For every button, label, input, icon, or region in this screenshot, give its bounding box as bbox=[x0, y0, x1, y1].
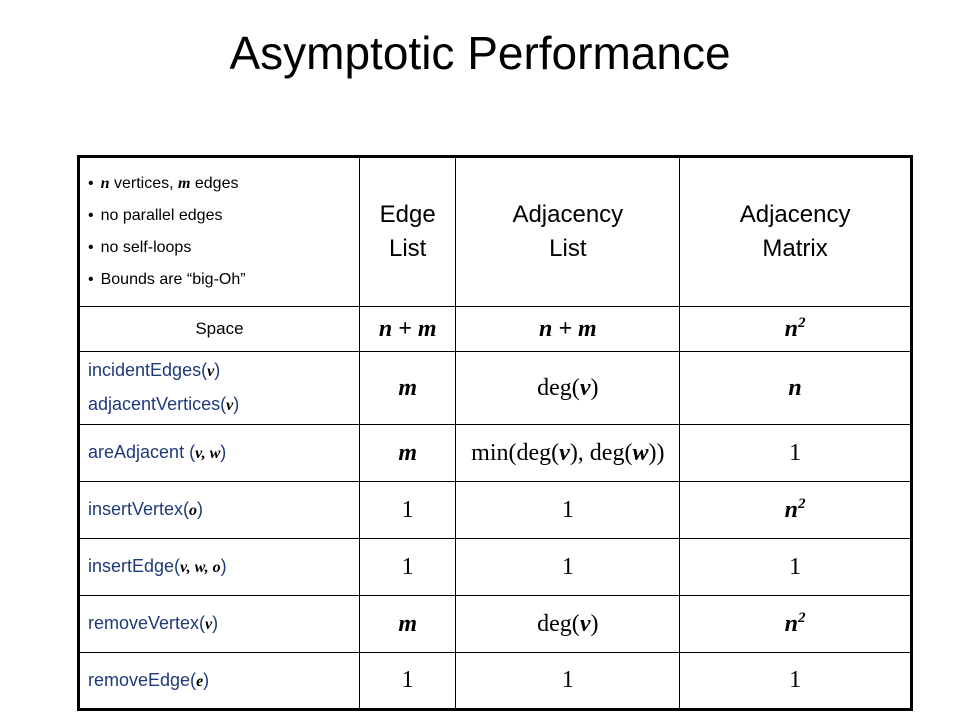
op-remove-edge: removeEdge(e) bbox=[78, 652, 360, 710]
remove-vertex-adjacency-matrix: n2 bbox=[679, 595, 912, 653]
incident-adjacency-matrix: n bbox=[679, 351, 912, 425]
remove-vertex-adjacency-list: deg(v) bbox=[455, 595, 681, 653]
assumption-no-parallel: no parallel edges bbox=[88, 200, 359, 232]
insert-edge-adjacency-list: 1 bbox=[455, 538, 681, 596]
table-row: areAdjacent (v, w) m min(deg(v), deg(w))… bbox=[78, 424, 912, 482]
space-adjacency-matrix: n2 bbox=[679, 306, 912, 352]
assumption-big-oh: Bounds are “big-Oh” bbox=[88, 264, 359, 296]
header-row: n vertices, m edges no parallel edges no… bbox=[78, 156, 912, 307]
table-row: incidentEdges(v) adjacentVertices(v) m d… bbox=[78, 351, 912, 425]
insert-edge-edge-list: 1 bbox=[358, 538, 457, 596]
performance-table: n vertices, m edges no parallel edges no… bbox=[77, 155, 913, 711]
table-row: removeEdge(e) 1 1 1 bbox=[78, 652, 912, 710]
op-incident-adjacent: incidentEdges(v) adjacentVertices(v) bbox=[78, 351, 360, 425]
space-row: Space n + m n + m n2 bbox=[78, 306, 912, 352]
space-edge-list: n + m bbox=[358, 306, 457, 352]
are-adjacent-edge-list: m bbox=[358, 424, 457, 482]
op-insert-edge: insertEdge(v, w, o) bbox=[78, 538, 360, 596]
table-row: insertVertex(o) 1 1 n2 bbox=[78, 481, 912, 539]
op-are-adjacent: areAdjacent (v, w) bbox=[78, 424, 360, 482]
table-row: removeVertex(v) m deg(v) n2 bbox=[78, 595, 912, 653]
assumptions-list: n vertices, m edges no parallel edges no… bbox=[80, 168, 359, 296]
are-adjacent-adjacency-list: min(deg(v), deg(w)) bbox=[455, 424, 681, 482]
assumption-no-self-loops: no self-loops bbox=[88, 232, 359, 264]
op-incident-edges: incidentEdges(v) bbox=[88, 360, 221, 380]
assumption-size: n vertices, m edges bbox=[88, 168, 359, 200]
space-label: Space bbox=[78, 306, 360, 352]
page-title: Asymptotic Performance bbox=[229, 27, 731, 79]
remove-edge-edge-list: 1 bbox=[358, 652, 457, 710]
insert-vertex-adjacency-list: 1 bbox=[455, 481, 681, 539]
insert-vertex-adjacency-matrix: n2 bbox=[679, 481, 912, 539]
remove-vertex-edge-list: m bbox=[358, 595, 457, 653]
incident-adjacency-list: deg(v) bbox=[455, 351, 681, 425]
op-adjacent-vertices: adjacentVertices(v) bbox=[88, 394, 240, 414]
are-adjacent-adjacency-matrix: 1 bbox=[679, 424, 912, 482]
op-remove-vertex: removeVertex(v) bbox=[78, 595, 360, 653]
table-row: insertEdge(v, w, o) 1 1 1 bbox=[78, 538, 912, 596]
insert-edge-adjacency-matrix: 1 bbox=[679, 538, 912, 596]
space-adjacency-list: n + m bbox=[455, 306, 681, 352]
incident-edge-list: m bbox=[358, 351, 457, 425]
remove-edge-adjacency-matrix: 1 bbox=[679, 652, 912, 710]
assumptions-cell: n vertices, m edges no parallel edges no… bbox=[78, 156, 360, 307]
op-insert-vertex: insertVertex(o) bbox=[78, 481, 360, 539]
insert-vertex-edge-list: 1 bbox=[358, 481, 457, 539]
remove-edge-adjacency-list: 1 bbox=[455, 652, 681, 710]
